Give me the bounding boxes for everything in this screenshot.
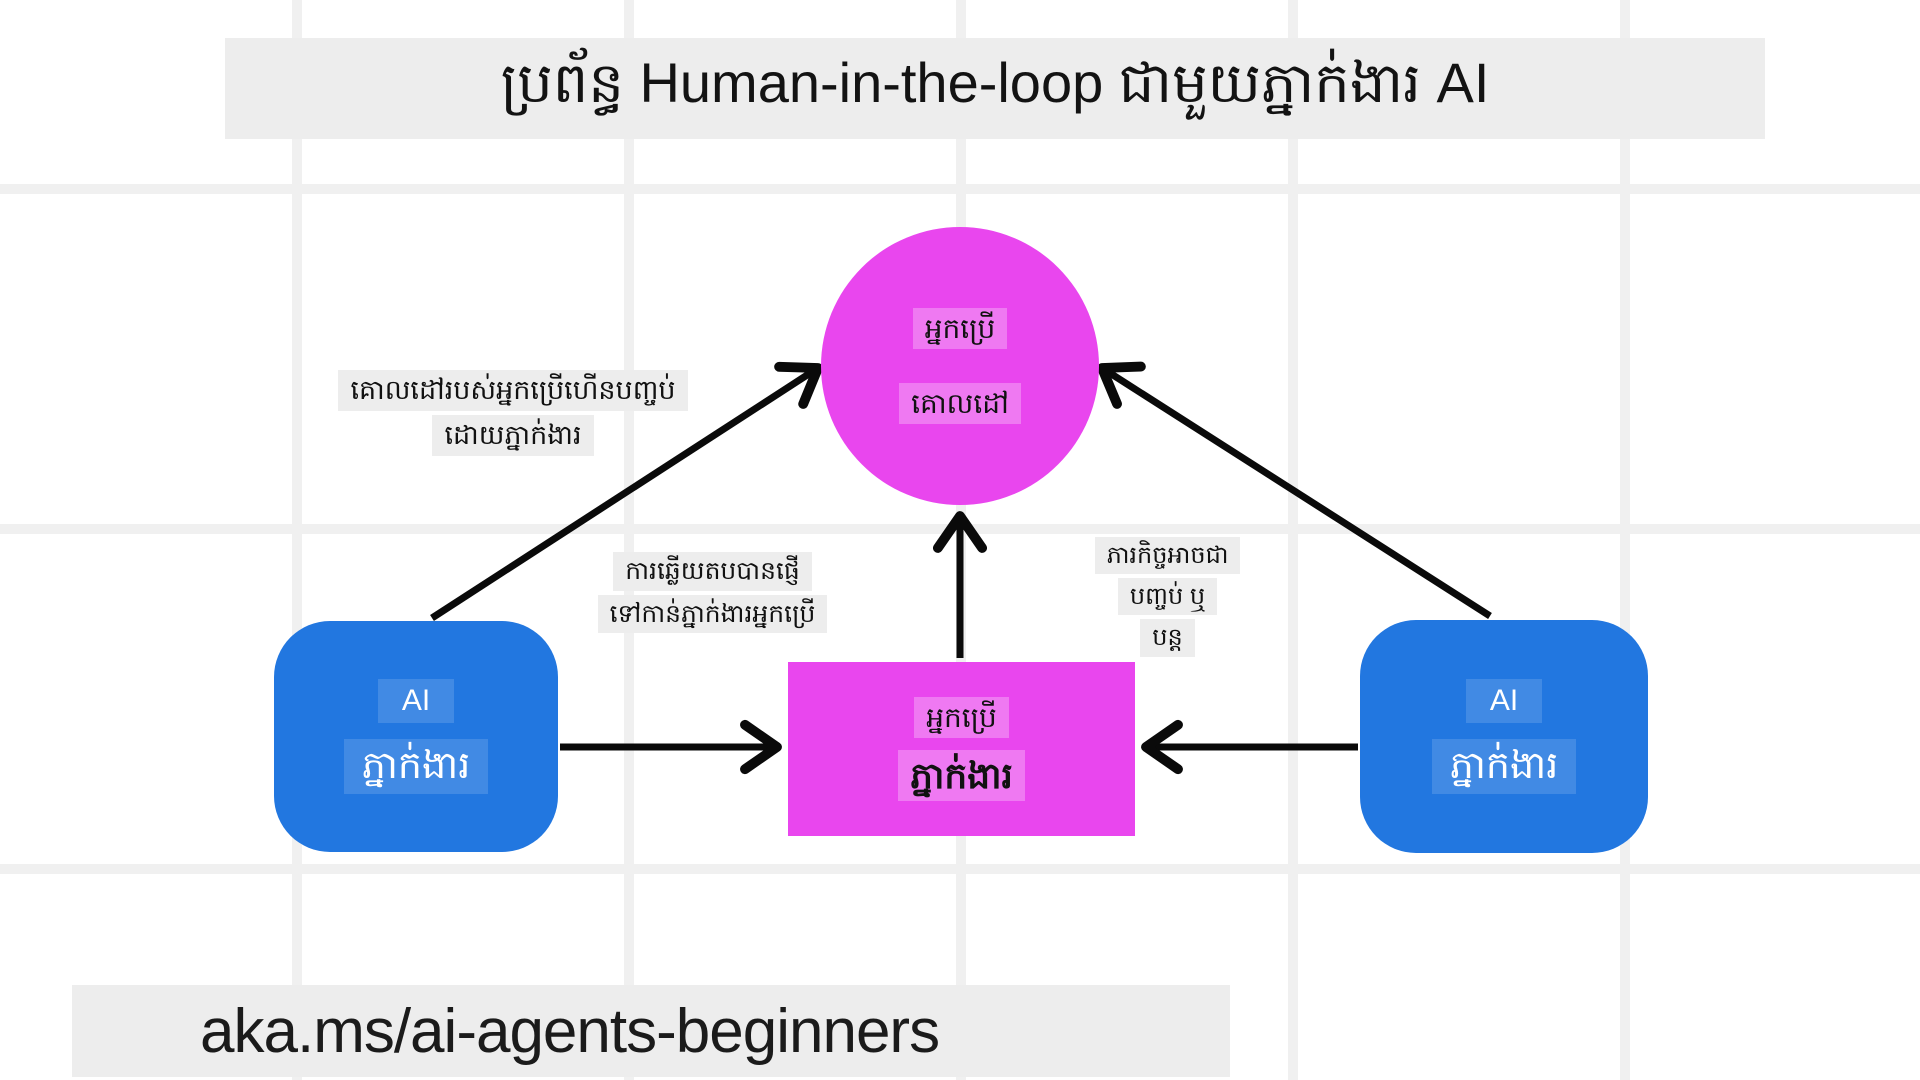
user-goal-circle-node: អ្នកប្រើ គោលដៅ xyxy=(821,227,1099,505)
user-goal-circle-line2: គោលដៅ xyxy=(899,383,1021,424)
diagram-title-text: ប្រព័ន្ធ Human-in-the-loop ជាមួយភ្នាក់ងា… xyxy=(500,50,1490,114)
edge-label-goal-completed-line1: គោលដៅរបស់អ្នកប្រើហើនបញ្ចប់ xyxy=(338,370,688,412)
edge-label-response-sent: ការឆ្លើយតបបានផ្ញើ ទៅកាន់ភ្នាក់ងារអ្នកប្រ… xyxy=(565,552,860,633)
user-goal-circle-line1: អ្នកប្រើ xyxy=(912,308,1008,349)
footer-url-text: aka.ms/ai-agents-beginners xyxy=(200,996,940,1066)
edge-label-task-status-line2: បញ្ចប់ ឬ xyxy=(1117,578,1218,616)
diagram-title: ប្រព័ន្ធ Human-in-the-loop ជាមួយភ្នាក់ងា… xyxy=(225,38,1765,139)
ai-agent-left-agent-label: ភ្នាក់ងារ xyxy=(343,738,489,795)
ai-agent-right-node: AI ភ្នាក់ងារ xyxy=(1360,620,1648,853)
edge-label-task-status-line3: បន្ត xyxy=(1140,619,1195,657)
ai-agent-right-ai-label: AI xyxy=(1465,678,1543,723)
edge-label-task-status-line1: ភារកិច្ចអាចជា xyxy=(1094,537,1241,575)
user-proxy-agent-line1: អ្នកប្រើ xyxy=(914,697,1009,738)
edge-label-task-status: ភារកិច្ចអាចជា បញ្ចប់ ឬ បន្ត xyxy=(1050,537,1285,657)
edge-label-response-sent-line2: ទៅកាន់ភ្នាក់ងារអ្នកប្រើ xyxy=(597,594,828,633)
user-proxy-agent-node: អ្នកប្រើ ភ្នាក់ងារ xyxy=(788,662,1135,836)
ai-agent-right-agent-label: ភ្នាក់ងារ xyxy=(1431,738,1577,795)
ai-agent-left-ai-label: AI xyxy=(377,678,455,723)
edge-label-goal-completed-line2: ដោយភ្នាក់ងារ xyxy=(432,415,594,457)
edge-label-response-sent-line1: ការឆ្លើយតបបានផ្ញើ xyxy=(613,552,812,591)
edge-label-goal-completed: គោលដៅរបស់អ្នកប្រើហើនបញ្ចប់ ដោយភ្នាក់ងារ xyxy=(317,370,709,457)
footer-url-bar: aka.ms/ai-agents-beginners xyxy=(72,985,1230,1077)
ai-agent-left-node: AI ភ្នាក់ងារ xyxy=(274,621,558,852)
user-proxy-agent-line2: ភ្នាក់ងារ xyxy=(898,750,1025,801)
